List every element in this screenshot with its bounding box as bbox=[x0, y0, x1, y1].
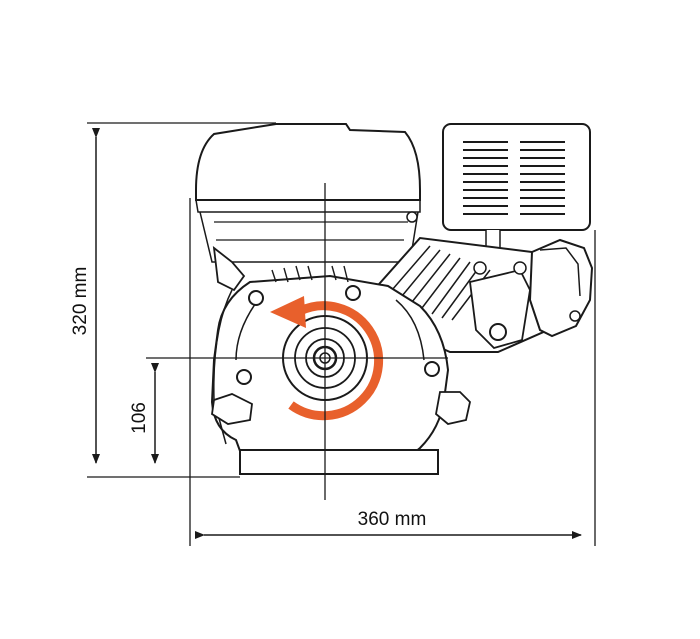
counterclockwise-rotation-arrow-icon bbox=[270, 296, 384, 421]
height-dimension-label: 320 mm bbox=[70, 267, 91, 336]
muffler bbox=[442, 123, 591, 263]
width-dimension-label: 360 mm bbox=[358, 509, 427, 530]
centerlines bbox=[146, 183, 448, 500]
extension-lines bbox=[87, 122, 596, 546]
base-plate bbox=[239, 449, 439, 475]
crankcase-ribs bbox=[271, 265, 349, 283]
shaft-height-dimension-label: 106 bbox=[129, 402, 150, 434]
engine-outline bbox=[195, 123, 594, 475]
carburettor bbox=[528, 238, 594, 338]
air-filter-housing bbox=[195, 123, 421, 263]
